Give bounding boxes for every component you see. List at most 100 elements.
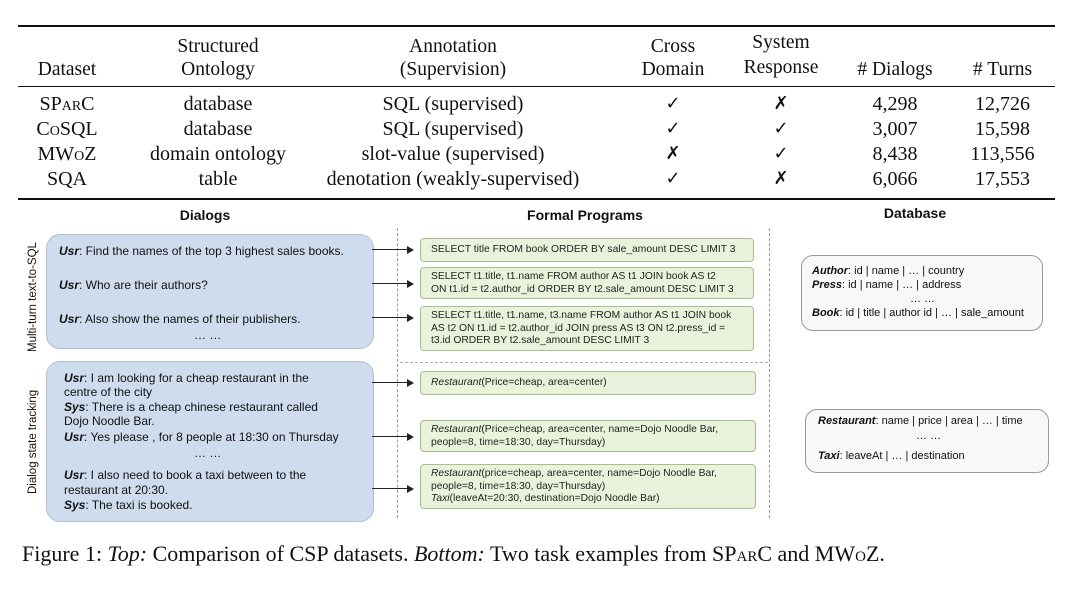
caption-top-text: Comparison of CSP datasets.	[147, 541, 414, 566]
caption-bottom-text: Two task examples from	[484, 541, 713, 566]
table-columns: : id | name | … | address	[841, 279, 962, 291]
program-line: people=8, time=18:30, day=Thursday)	[431, 480, 606, 492]
row-turns: 17,553	[975, 168, 1030, 190]
figure-caption: Figure 1: Top: Comparison of CSP dataset…	[22, 541, 885, 567]
utterance: : There is a cheap chinese restaurant ca…	[85, 400, 318, 414]
row-ontology: database	[183, 93, 253, 115]
caption-end: .	[879, 541, 885, 566]
speaker-label: Usr	[59, 278, 80, 292]
section-divider	[400, 362, 768, 363]
row-dataset: MWoZ	[22, 142, 112, 166]
dataset-name: CoSQL	[36, 118, 98, 140]
utterance: : The taxi is booked.	[85, 498, 193, 512]
table-name: Restaurant	[818, 415, 876, 427]
table-name: Press	[812, 279, 842, 291]
row-turns: 15,598	[975, 118, 1030, 140]
db-table-author: Author: id | name | … | country	[812, 265, 964, 278]
dialog-turn: Usr: I also need to book a taxi between …	[64, 468, 306, 482]
row-system-mark: ✓	[773, 143, 789, 164]
row-ontology: database	[183, 118, 253, 140]
domain-name: Restaurant	[431, 468, 482, 479]
heading-dialogs: Dialogs	[179, 207, 231, 223]
column-divider	[397, 228, 398, 518]
label-multi-turn-text-to-sql: Multi-turn text-to-SQL	[27, 242, 39, 352]
sql-program: SELECT t1.title, t1.name FROM author AS …	[420, 267, 754, 299]
utterance: : I also need to book a taxi between to …	[84, 468, 307, 482]
heading-database: Database	[883, 205, 947, 221]
program-line: SELECT t1.title, t1.name FROM author AS …	[431, 271, 716, 282]
dataset-name: MWoZ	[37, 143, 97, 165]
row-annotation: slot-value (supervised)	[361, 143, 545, 165]
header-dialogs: # Dialogs	[857, 59, 933, 80]
row-cross-check: ✓	[665, 93, 681, 114]
row-annotation: SQL (supervised)	[382, 93, 524, 115]
arrow-right-icon	[372, 278, 414, 289]
sql-program: SELECT t1.title, t1.name, t3.name FROM a…	[420, 306, 754, 351]
sql-dialog-box	[46, 234, 374, 349]
caption-top-label: Top:	[107, 541, 148, 566]
header-annotation: Annotation (Supervision)	[358, 35, 548, 81]
row-turns: 12,726	[975, 93, 1030, 115]
row-ontology: domain ontology	[149, 143, 287, 165]
speaker-label: Sys	[64, 400, 86, 414]
speaker-label: Usr	[64, 468, 85, 482]
program-line: Restaurant(Price=cheap, area=center, nam…	[431, 424, 745, 437]
arrow-right-icon	[372, 244, 414, 255]
utterance-continued: Dojo Noodle Bar.	[64, 414, 155, 428]
utterance-continued: centre of the city	[64, 385, 153, 399]
domain-name: Restaurant	[431, 424, 482, 435]
header-ontology-line2: Ontology	[181, 59, 255, 80]
header-ontology-line1: Structured	[177, 36, 259, 57]
program-line: AS t2 ON t1.id = t2.author_id JOIN press…	[431, 322, 726, 334]
row-dialogs: 3,007	[872, 118, 918, 140]
table-columns: : id | title | author id | … | sale_amou…	[839, 307, 1024, 319]
table-mid-rule	[18, 86, 1055, 87]
header-cross-line1: Cross	[650, 36, 696, 57]
header-system-line1: System	[752, 32, 810, 53]
heading-formal-programs: Formal Programs	[527, 207, 643, 223]
db-dots: … …	[916, 430, 942, 442]
dst-dialog-box	[46, 361, 374, 522]
header-system-response: System Response	[730, 31, 832, 79]
arrow-right-icon	[372, 312, 414, 323]
dataset-name: SQA	[46, 168, 87, 190]
utterance: : Also show the names of their publisher…	[79, 312, 301, 326]
speaker-label: Usr	[59, 312, 80, 326]
program-line: t3.id ORDER BY t2.sale_amount DESC LIMIT…	[431, 335, 650, 347]
db-table-press: Press: id | name | … | address	[812, 279, 961, 292]
caption-and: and	[772, 541, 815, 566]
dst-program: Restaurant(Price=cheap, area=center)	[420, 371, 756, 395]
dst-database-box	[805, 409, 1049, 473]
row-dialogs: 6,066	[872, 168, 918, 190]
sql-database-box	[801, 255, 1043, 331]
header-turns: # Turns	[972, 59, 1033, 80]
caption-sparc: SParC	[712, 541, 773, 566]
header-cross-line2: Domain	[641, 59, 705, 80]
program-line: people=8, time=18:30, day=Thursday)	[431, 436, 606, 448]
row-dataset: CoSQL	[22, 117, 112, 141]
row-dataset: SQA	[22, 167, 112, 191]
table-columns: : id | name | … | country	[848, 265, 965, 277]
row-cross-check: ✗	[665, 143, 681, 164]
row-cross-check: ✓	[665, 118, 681, 139]
header-dataset: Dataset	[37, 59, 97, 80]
db-table-restaurant: Restaurant: name | price | area | … | ti…	[818, 415, 1023, 428]
utterance: : Yes please , for 8 people at 18:30 on …	[84, 430, 339, 444]
program-line: SELECT title FROM book ORDER BY sale_amo…	[431, 244, 736, 255]
dialog-turn: Usr: Also show the names of their publis…	[59, 312, 300, 326]
table-bottom-rule	[18, 198, 1055, 200]
table-columns: : name | price | area | … | time	[875, 415, 1023, 427]
column-divider	[769, 228, 770, 518]
db-table-book: Book: id | title | author id | … | sale_…	[812, 307, 1024, 320]
utterance: : Find the names of the top 3 highest sa…	[79, 244, 344, 258]
dialog-turn: Usr: Find the names of the top 3 highest…	[59, 244, 344, 258]
program-line: ON t1.id = t2.author_id ORDER BY t2.sale…	[431, 283, 734, 295]
table-name: Author	[812, 265, 849, 277]
ellipsis: … …	[194, 328, 222, 342]
dataset-name: SParC	[39, 93, 95, 115]
row-system-mark: ✗	[773, 93, 789, 114]
slot-values: (leaveAt=20:30, destination=Dojo Noodle …	[449, 493, 660, 505]
program-line: Taxi(leaveAt=20:30, destination=Dojo Noo…	[431, 493, 745, 506]
row-dialogs: 4,298	[872, 93, 918, 115]
slot-values: (price=cheap, area=center, name=Dojo Noo…	[481, 468, 717, 479]
